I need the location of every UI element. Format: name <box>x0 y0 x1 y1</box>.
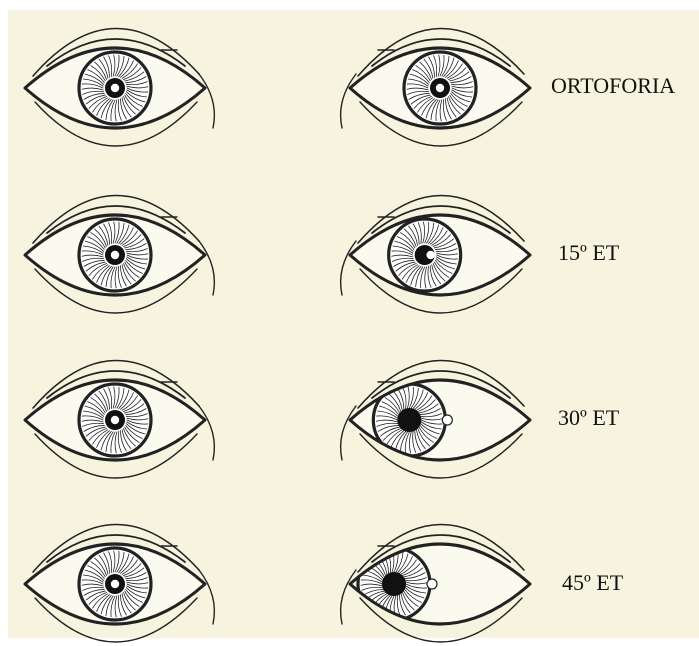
light-reflex <box>111 416 119 424</box>
light-reflex <box>442 415 452 425</box>
pupil <box>382 572 406 596</box>
row-label-45-et: 45º ET <box>562 570 624 595</box>
light-reflex <box>427 579 437 589</box>
light-reflex <box>436 84 444 92</box>
pupil <box>397 408 421 432</box>
light-reflex <box>111 251 119 259</box>
light-reflex <box>426 251 434 259</box>
row-label-15-et: 15º ET <box>558 240 620 265</box>
light-reflex <box>111 84 119 92</box>
row-label-ortoforia: ORTOFORIA <box>551 73 675 98</box>
row-label-30-et: 30º ET <box>558 405 620 430</box>
light-reflex <box>111 580 119 588</box>
